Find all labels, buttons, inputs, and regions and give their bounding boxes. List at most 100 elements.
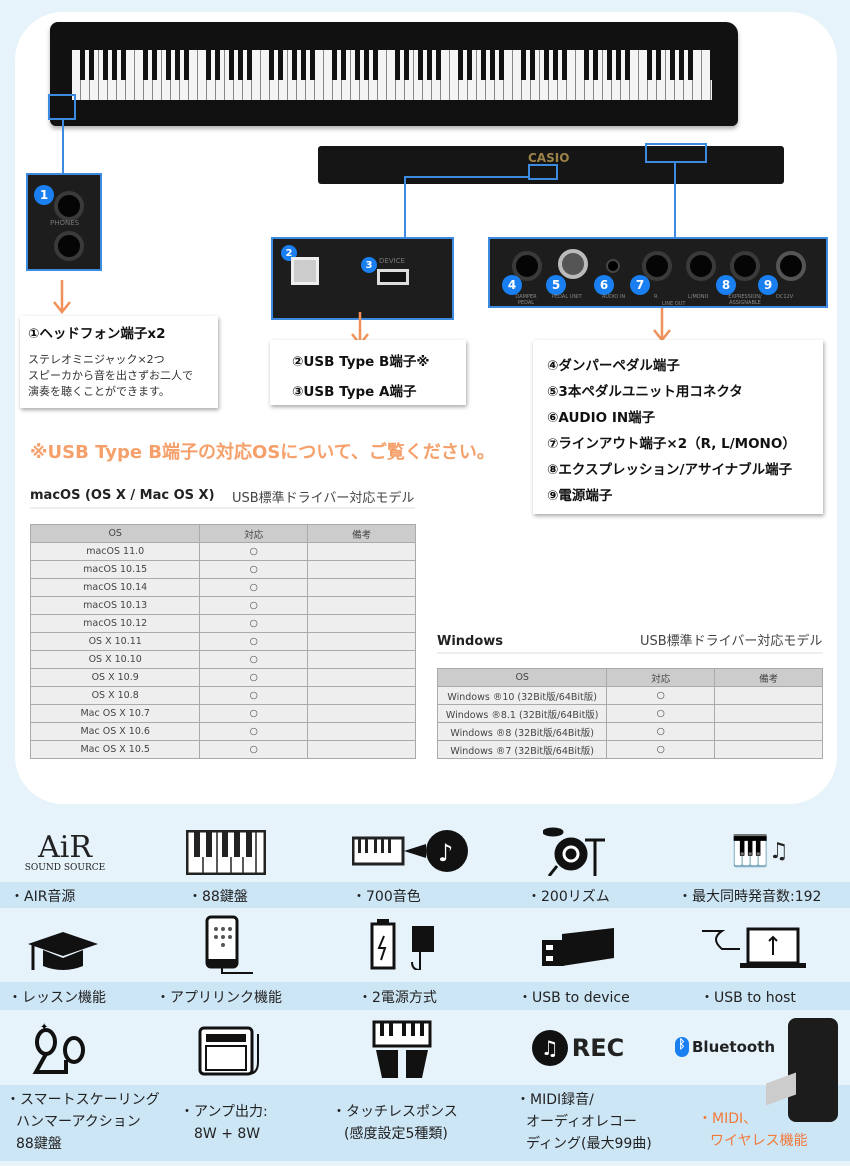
table-cell	[307, 596, 416, 615]
dc-jack	[776, 251, 806, 281]
phones-jack	[54, 191, 84, 221]
feature-line: オーディオレコー	[526, 1114, 638, 1130]
feature-line: ・スマートスケーリング	[6, 1092, 160, 1108]
feature-line: ディング(最大99曲)	[526, 1136, 652, 1152]
feature-label: ・USB to host	[700, 990, 796, 1006]
table-cell: ○	[199, 578, 309, 597]
box-item: ⑦ラインアウト端子×2（R, L/MONO）	[547, 436, 796, 452]
pedal-unit-jack	[558, 249, 588, 279]
os-notice: ※USB Type B端子の対応OSについて、ご覧ください。	[30, 442, 495, 463]
table-row: macOS 11.0○	[29, 542, 416, 561]
phones-closeup: 1 PHONES	[26, 173, 102, 271]
svg-text:♪: ♪	[438, 839, 453, 867]
line-out-r-jack	[642, 251, 672, 281]
table-cell	[307, 668, 416, 687]
table-cell	[714, 722, 823, 741]
table-cell: Mac OS X 10.6	[29, 722, 201, 741]
table-cell: macOS 10.13	[29, 596, 201, 615]
callout-badge-9: 9	[758, 275, 778, 295]
box-item: ⑤3本ペダルユニット用コネクタ	[547, 384, 743, 400]
box-item: ②USB Type B端子※	[292, 354, 430, 370]
headphone-info-box: ①ヘッドフォン端子x2 ステレオミニジャック×2つ スピーカから音を出さずお二人…	[20, 316, 218, 408]
usb-info-box: ②USB Type B端子※ ③USB Type A端子	[270, 340, 466, 405]
table-row: Windows ®10 (32Bit版/64Bit版)○	[436, 686, 823, 705]
table-row: OS X 10.9○	[29, 668, 416, 687]
feature-line: (感度設定5種類)	[344, 1126, 448, 1142]
bluetooth-icon: ᛒ	[675, 1037, 689, 1057]
panel-label: R	[654, 294, 658, 300]
table-cell: ○	[199, 722, 309, 741]
table-row: macOS 10.12○	[29, 614, 416, 633]
panel-label: PEDAL UNIT	[552, 294, 582, 300]
table-cell: ○	[199, 614, 309, 633]
air-logo-icon: AiR SOUND SOURCE	[20, 828, 110, 878]
feature-line: ・MIDI録音/	[516, 1092, 594, 1108]
feature-label-band	[0, 1085, 850, 1161]
panel-highlight	[645, 143, 707, 163]
panel-label: DC12V	[776, 294, 794, 300]
box-item: ⑥AUDIO IN端子	[547, 410, 656, 426]
table-cell: ○	[606, 722, 716, 741]
table-cell: Windows ®7 (32Bit版/64Bit版)	[436, 740, 608, 759]
table-cell: ○	[199, 542, 309, 561]
piano-black-keys	[76, 50, 712, 80]
table-cell: macOS 11.0	[29, 542, 201, 561]
table-cell: OS X 10.10	[29, 650, 201, 669]
connector-line	[404, 176, 406, 238]
feature-line: 8W + 8W	[194, 1126, 261, 1142]
usb-device-label: DEVICE	[379, 257, 405, 265]
table-row: macOS 10.14○	[29, 578, 416, 597]
table-cell	[714, 704, 823, 723]
table-cell: ○	[606, 704, 716, 723]
touch-response-hands-icon	[372, 1020, 432, 1078]
feature-label: ・レッスン機能	[8, 990, 106, 1006]
feature-line: ・MIDI、	[698, 1111, 758, 1127]
mac-subtitle: USB標準ドライバー対応モデル	[232, 491, 415, 506]
column-header: 対応	[606, 668, 716, 687]
box-text: スピーカから音を出さずお二人で	[28, 369, 193, 382]
table-row: Windows ®8 (32Bit版/64Bit版)○	[436, 722, 823, 741]
arrow-down-icon	[53, 280, 71, 314]
table-cell	[307, 542, 416, 561]
windows-subtitle: USB標準ドライバー対応モデル	[640, 634, 823, 649]
feature-label: ・200リズム	[527, 889, 610, 905]
casio-logo: CASIO	[528, 151, 570, 165]
feature-label: ・2電源方式	[358, 990, 437, 1006]
phones-label: PHONES	[50, 219, 80, 227]
table-cell: Windows ®8 (32Bit版/64Bit版)	[436, 722, 608, 741]
air-logo-sub: SOUND SOURCE	[24, 863, 106, 873]
windows-title: Windows	[437, 634, 504, 649]
table-cell: macOS 10.15	[29, 560, 201, 579]
connector-line	[62, 120, 64, 174]
usb-to-host-laptop-icon	[702, 927, 806, 968]
callout-badge-7: 7	[630, 275, 650, 295]
arrow-down-icon	[653, 308, 671, 342]
keyboard-icon	[186, 830, 266, 875]
polyphony-hand-icon: 🎹♫	[731, 833, 789, 869]
table-cell	[307, 632, 416, 651]
table-row: Mac OS X 10.7○	[29, 704, 416, 723]
table-cell: ○	[199, 650, 309, 669]
divider	[30, 507, 415, 509]
box-item: ⑧エクスプレッション/アサイナブル端子	[547, 462, 793, 478]
table-cell	[714, 686, 823, 705]
table-cell	[307, 686, 416, 705]
table-cell: OS X 10.11	[29, 632, 201, 651]
rear-panel-closeup: 4 5 6 7 8 9 DAMPER PEDAL PEDAL UNIT AUDI…	[488, 237, 828, 308]
table-cell: macOS 10.12	[29, 614, 201, 633]
usb-closeup: 2 3 DEVICE	[271, 237, 454, 320]
wireless-adapter-image	[788, 1018, 838, 1122]
feature-label-band	[0, 982, 850, 1010]
table-cell	[307, 578, 416, 597]
feature-line: ハンマーアクション	[16, 1114, 141, 1130]
table-cell: ○	[199, 686, 309, 705]
table-row: OS X 10.10○	[29, 650, 416, 669]
feature-label-highlight: ・MIDI、ワイヤレス機能	[698, 1108, 850, 1152]
phones-jack	[54, 231, 84, 261]
table-cell	[307, 740, 416, 759]
usb-to-device-icon	[542, 928, 614, 966]
table-cell: macOS 10.14	[29, 578, 201, 597]
